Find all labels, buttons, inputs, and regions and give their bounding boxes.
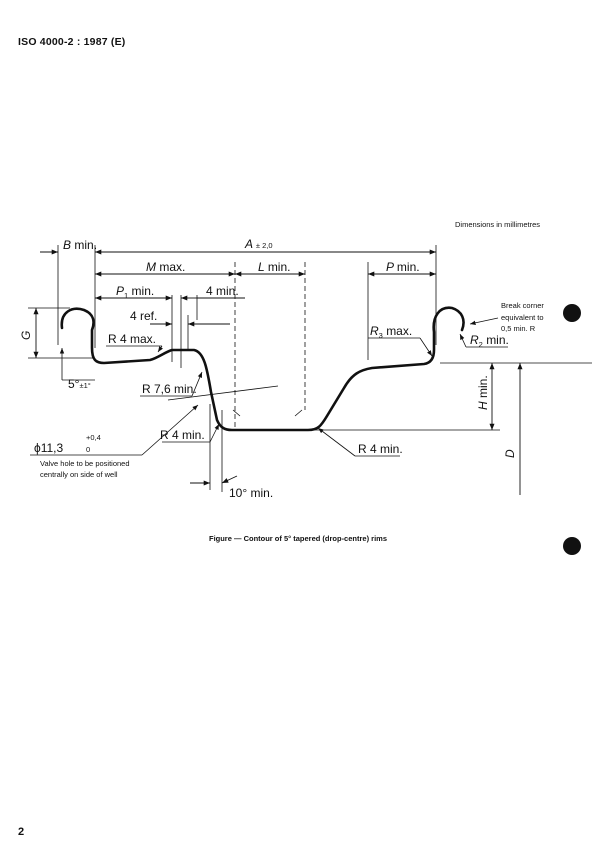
radius-r3-max-label: R3 max. [370,324,412,341]
valve-note-1: Valve hole to be positioned [40,459,130,468]
radius-r76-min-label: R 7,6 min. [142,382,197,396]
dimensions-note: Dimensions in millimetres [455,220,541,229]
angle-10-label: 10° min. [229,486,273,500]
break-corner-note-3: 0,5 min. R [501,324,536,333]
figure-caption: Figure — Contour of 5° tapered (drop-cen… [208,534,387,543]
break-corner-note-2: equivalent to [501,313,544,322]
valve-note-2: centrally on side of well [40,470,118,479]
dim-l-label: L min. [258,260,290,274]
dim-m-label: M max. [146,260,185,274]
dim-h-label: H min. [476,375,490,410]
page-number: 2 [18,826,25,838]
document-header: ISO 4000-2 : 1987 (E) [18,36,126,48]
radius-r4-min-left-label: R 4 min. [160,428,205,442]
radius-r4-min-right-label: R 4 min. [358,442,403,456]
binder-hole-icon [563,304,581,322]
valve-hole-diameter-label: ϕ11,3 [34,441,64,455]
binder-hole-icon [563,537,581,555]
radius-r4-max-label: R 4 max. [108,332,156,346]
rim-profile [60,306,465,432]
dim-p1-label: P1 min. [116,284,154,301]
valve-hole-tolerance-lower: 0 [86,445,90,454]
angle-5-label: 5°±1° [68,377,91,391]
break-corner-note-1: Break corner [501,301,544,310]
dim-a-label: A ± 2,0 [244,237,273,251]
dim-4-min-label: 4 min. [206,284,239,298]
dim-p-label: P min. [386,260,420,274]
dim-d-label: D [503,449,517,458]
dim-b-label: B min. [63,238,97,252]
dim-4-ref-label: 4 ref. [130,309,157,323]
radius-r2-min-label: R2 min. [470,333,509,350]
dim-g-label: G [19,331,33,340]
valve-hole-tolerance-upper: +0,4 [86,433,101,442]
